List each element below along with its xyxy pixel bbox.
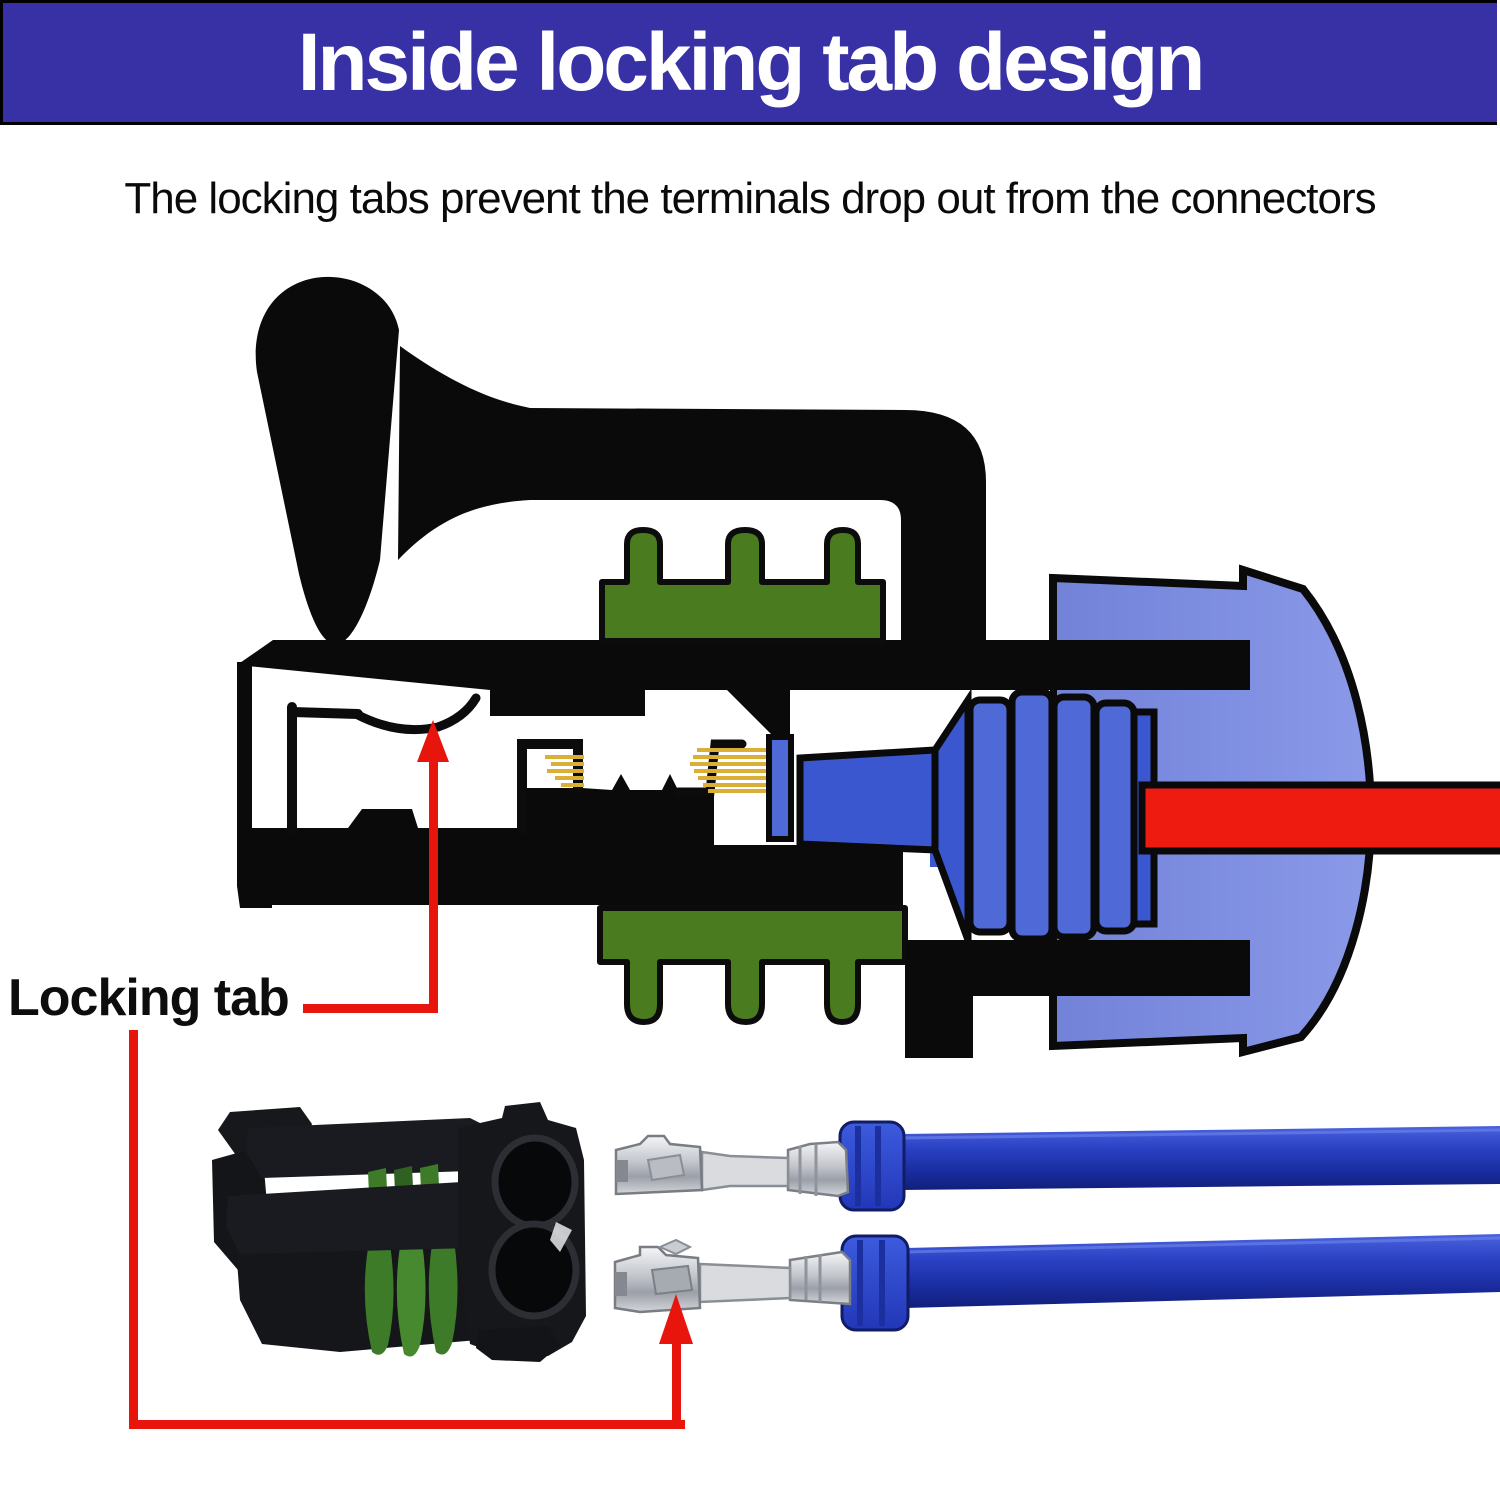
shell-step-block: [905, 940, 973, 1058]
seal-fold-large: [428, 1240, 458, 1355]
seal-nose: [796, 746, 939, 854]
green-seals: [597, 527, 908, 1025]
seal-rib: [1008, 688, 1056, 943]
wire-1-highlight: [899, 1128, 1500, 1140]
bottom-seal: [597, 905, 908, 1025]
housing-upper-strap: [246, 1118, 502, 1178]
leader-b-horizontal: [129, 1420, 685, 1429]
leader-a-vertical: [429, 758, 438, 1013]
leader-lines: [129, 720, 693, 1429]
terminal-2-tab: [657, 1238, 693, 1256]
housing-glint: [550, 1222, 572, 1252]
wire-2: [905, 1234, 1500, 1308]
seal-rib: [1092, 699, 1138, 935]
housing-lower-strap: [226, 1182, 480, 1254]
latch-hook: [255, 276, 399, 645]
latch-arm: [398, 346, 986, 660]
terminal-mid-right: [673, 739, 747, 797]
leader-a-horizontal: [303, 1004, 435, 1013]
terminal-2-crimp-rings: [804, 1254, 822, 1302]
terminal-2-neck: [698, 1262, 792, 1304]
terminal-1: [614, 1120, 1500, 1212]
seal-fold-large: [364, 1244, 394, 1355]
locking-tab: [351, 693, 481, 735]
wire-2-highlight: [904, 1236, 1500, 1254]
leader-b-vertical-right: [672, 1342, 681, 1427]
leader-b-arrowhead: [659, 1294, 693, 1344]
housing-barrel-2: [488, 1220, 580, 1320]
page-title: Inside locking tab design: [297, 16, 1206, 108]
wire-seal-2: [840, 1234, 910, 1332]
shell-top-band: [237, 640, 1250, 753]
subtitle-text: The locking tabs prevent the terminals d…: [124, 174, 1376, 223]
terminal-1-neck: [700, 1150, 790, 1192]
seal-fold-large: [396, 1242, 426, 1357]
terminal-1-crimp-rings: [798, 1144, 818, 1196]
terminal-2-lock-detail: [650, 1264, 694, 1296]
wire-seal-1-grooves: [855, 1126, 881, 1206]
red-wire: [1138, 781, 1500, 855]
housing-main-body: [236, 1234, 492, 1352]
leader-b-vertical-left: [129, 1030, 138, 1429]
cross-section-diagram: [237, 276, 1500, 1058]
housing-bottom-flange: [476, 1326, 560, 1362]
terminal-cup-top: [287, 707, 363, 719]
locking-tab-label: Locking tab: [8, 969, 290, 1027]
wire-seal-1: [838, 1120, 906, 1212]
wire-strands: [545, 748, 772, 793]
product-photo: [212, 1102, 1500, 1362]
leader-a-arrowhead: [417, 720, 449, 762]
connector-housing: [212, 1102, 586, 1362]
seal-rib: [1050, 693, 1098, 941]
wire-seal-plug: [796, 688, 1158, 943]
terminal-cross-section: [287, 693, 747, 835]
housing-shell: [237, 276, 1250, 1058]
top-seal: [599, 527, 886, 644]
wire-1: [900, 1126, 1500, 1190]
terminal-2-notch: [615, 1272, 627, 1296]
terminal-1-notch: [616, 1160, 628, 1182]
terminal-1-spring: [646, 1153, 686, 1182]
seal-rib: [966, 696, 1014, 936]
shell-bottom-band: [237, 774, 1250, 1058]
terminal-front-seal: [766, 734, 794, 842]
seal-ribs: [966, 688, 1138, 943]
housing-barrel-1: [491, 1134, 579, 1230]
header-banner: Inside locking tab design: [0, 0, 1497, 125]
wire-seal-2-grooves: [857, 1240, 885, 1326]
terminal-2: [613, 1234, 1500, 1332]
terminal-1-crimp: [786, 1140, 850, 1198]
